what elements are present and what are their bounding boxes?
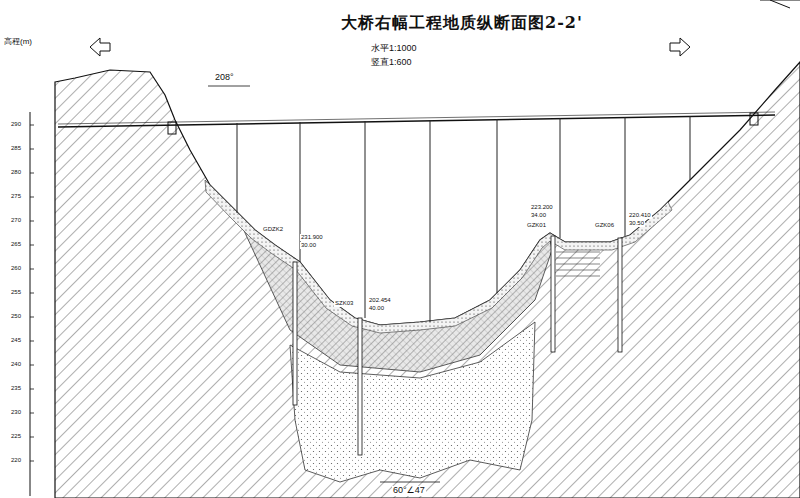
elevation-tick: 265 [10, 241, 22, 248]
elevation-tick: 280 [10, 169, 22, 176]
borehole-id: GZK06 [594, 222, 615, 229]
elevation-tick: 250 [10, 313, 22, 320]
borehole-elevation: 220.410 [628, 212, 652, 219]
dip-label: 60°∠47 [392, 486, 426, 496]
scale-note: 竖直1:600 [370, 58, 413, 68]
elevation-tick: 275 [10, 193, 22, 200]
borehole-depth: 30.50 [628, 220, 645, 227]
elevation-tick: 290 [10, 121, 22, 128]
elevation-tick: 220 [10, 457, 22, 464]
bearing-label: 208° [214, 73, 235, 83]
borehole-depth: 30.00 [300, 242, 317, 249]
elevation-tick: 255 [10, 289, 22, 296]
elevation-tick: 230 [10, 409, 22, 416]
elevation-tick: 270 [10, 217, 22, 224]
elevation-tick: 225 [10, 433, 22, 440]
borehole-depth: 40.00 [368, 305, 385, 312]
elevation-tick: 260 [10, 265, 22, 272]
borehole-elevation: 202.454 [368, 297, 392, 304]
borehole-elevation: 231.900 [300, 234, 324, 241]
borehole-elevation: 223.200 [530, 204, 554, 211]
elevation-tick: 245 [10, 337, 22, 344]
borehole-id: GZK01 [526, 222, 547, 229]
drawing-title: 大桥右幅工程地质纵断面图2-2' [340, 14, 584, 32]
borehole-id: GDZK2 [262, 226, 284, 233]
axis-title: 高程(m) [3, 38, 33, 47]
borehole-id: SZK03 [334, 300, 354, 307]
elevation-tick: 235 [10, 385, 22, 392]
borehole-depth: 34.00 [530, 212, 547, 219]
scale-note: 水平1:1000 [370, 44, 418, 54]
elevation-tick: 285 [10, 145, 22, 152]
elevation-tick: 240 [10, 361, 22, 368]
